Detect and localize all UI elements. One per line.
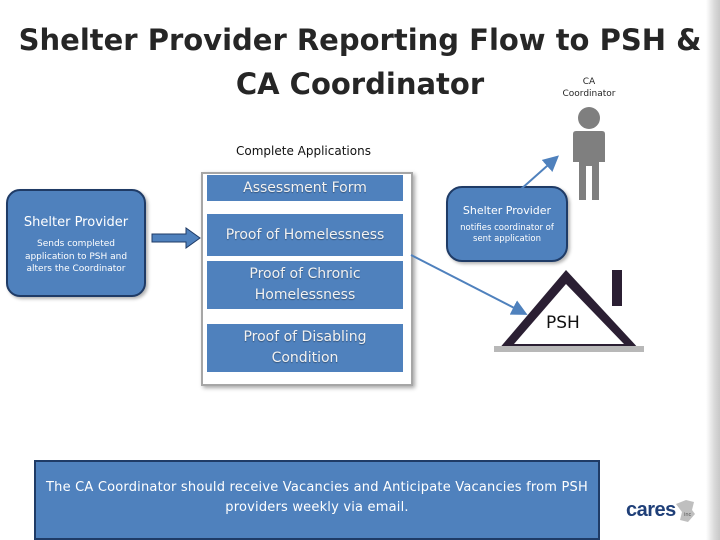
arrow-to-psh (410, 254, 528, 315)
shelter-provider-notifier-title: Shelter Provider (462, 204, 552, 217)
page-title-line1: Shelter Provider Reporting Flow to PSH & (18, 23, 702, 57)
logo-suffix: inc (684, 512, 692, 518)
shelter-provider-sender-box: Shelter Provider Sends completed applica… (6, 189, 146, 297)
arrow-right-icon (151, 227, 201, 249)
logo-text: cares (626, 499, 676, 521)
shelter-provider-notifier-description: notifies coordinator of sent application (460, 223, 554, 245)
coordinator-label-line2: Coordinator (562, 89, 616, 100)
psh-label: PSH (546, 313, 580, 333)
arrow-to-coordinator (519, 155, 559, 191)
cares-logo: cares inc (622, 496, 700, 526)
application-item-proof-of-homelessness: Proof of Homelessness (207, 214, 403, 256)
application-item-assessment-form: Assessment Form (207, 175, 403, 201)
house-icon (494, 270, 644, 352)
coordinator-label: CA Coordinator (556, 76, 622, 100)
coordinator-label-line1: CA (582, 77, 596, 87)
slide-edge-shadow (706, 0, 720, 540)
applications-heading: Complete Applications (236, 144, 371, 158)
page-title-line2: CA Coordinator (235, 67, 485, 101)
application-item-proof-of-chronic-homelessness: Proof of Chronic Homelessness (207, 261, 403, 309)
ny-state-logo-icon (676, 500, 695, 522)
application-item-proof-of-disabling-condition: Proof of Disabling Condition (207, 324, 403, 372)
coordinator-note: The CA Coordinator should receive Vacanc… (34, 460, 600, 540)
shelter-provider-notifier-box: Shelter Provider notifies coordinator of… (446, 186, 568, 262)
applications-panel: Assessment Form Proof of Homelessness Pr… (201, 172, 413, 386)
person-icon (573, 107, 605, 200)
shelter-provider-sender-description: Sends completed application to PSH and a… (24, 239, 128, 275)
shelter-provider-sender-title: Shelter Provider (23, 215, 129, 230)
